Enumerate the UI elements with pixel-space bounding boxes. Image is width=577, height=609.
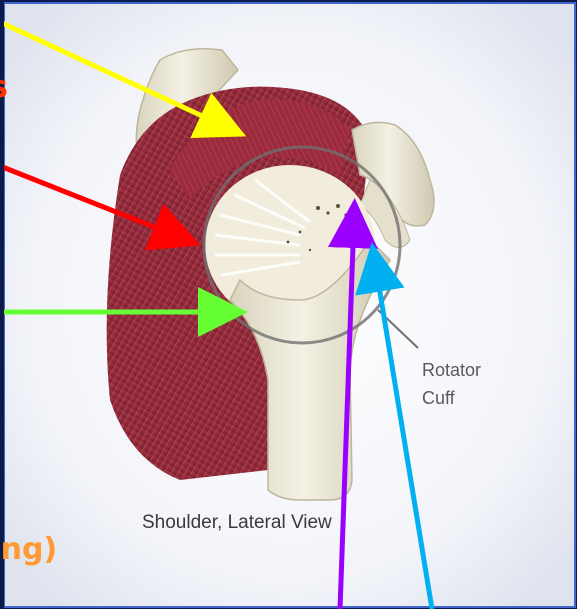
figure-caption: Shoulder, Lateral View	[142, 512, 332, 534]
rotator-cuff-label-line1: Rotator	[422, 356, 481, 384]
slide-text-partial-bottom: ong)	[0, 532, 57, 567]
rotator-cuff-label-line2: Cuff	[422, 384, 481, 412]
rotator-cuff-label: Rotator Cuff	[422, 356, 481, 412]
slide-text-partial-top: s	[0, 70, 8, 105]
